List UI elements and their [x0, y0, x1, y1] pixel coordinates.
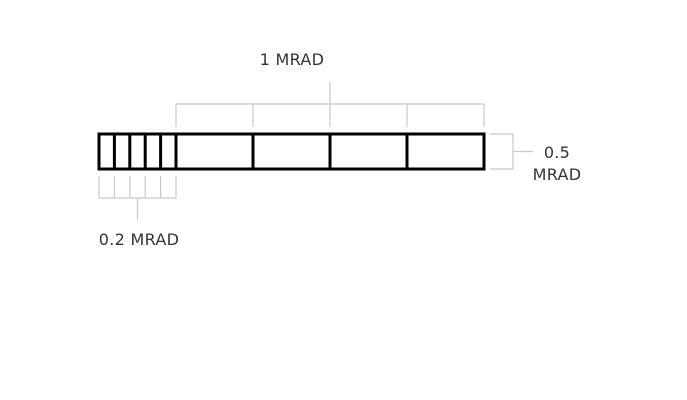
scale-bar: [97, 132, 486, 171]
large-division-bracket: [175, 82, 485, 127]
small-division-label: 0.2 MRAD: [98, 230, 180, 249]
small-division-bracket: [98, 176, 177, 220]
height-unit: MRAD: [532, 165, 582, 184]
height-bracket: [490, 133, 533, 170]
height-value: 0.5: [543, 143, 571, 162]
height-label: 0.5 MRAD: [522, 142, 592, 186]
scale-bar-outline: [97, 132, 486, 171]
large-division-label: 1 MRAD: [259, 50, 325, 69]
